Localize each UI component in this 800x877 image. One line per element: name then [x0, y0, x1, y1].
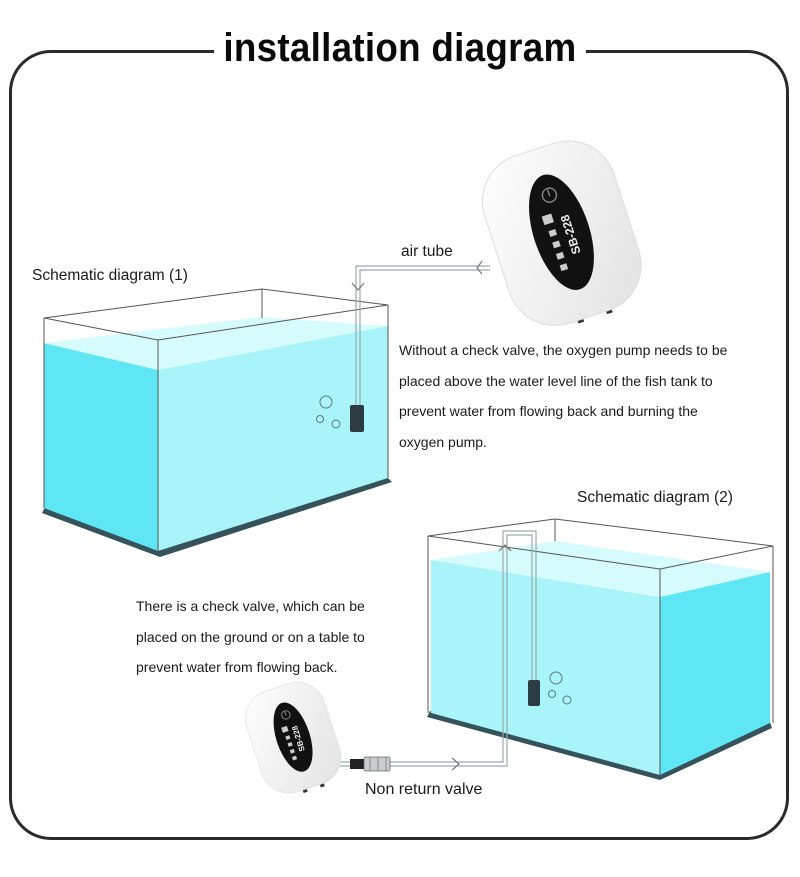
non-return-valve [350, 756, 391, 772]
non-return-valve-label: Non return valve [365, 781, 483, 798]
note-line: placed above the water level line of the… [399, 372, 713, 389]
note-with-check-valve: There is a check valve, which can be pla… [136, 591, 365, 683]
fish-tank-2 [427, 518, 774, 780]
note-line: There is a check valve, which can be [136, 598, 365, 614]
air-stone-2 [528, 680, 540, 706]
note-line: oxygen pump. [399, 433, 487, 450]
note-line: Without a check valve, the oxygen pump n… [399, 342, 728, 358]
note-without-check-valve: Without a check valve, the oxygen pump n… [399, 335, 727, 457]
air-pump-2: SB-228 [245, 682, 342, 794]
page-title: installation diagram [214, 22, 586, 74]
air-tube-2 [340, 530, 537, 771]
title-container: installation diagram [0, 22, 800, 74]
note-line: placed on the ground or on a table to [136, 628, 365, 645]
note-line: prevent water from flowing back. [136, 659, 338, 675]
air-pump-1: SB-228 [481, 140, 642, 326]
fish-tank-1 [42, 288, 392, 557]
bubbles-2 [548, 671, 572, 705]
air-stone-1 [350, 405, 364, 432]
schematic-diagram-2-label: Schematic diagram (2) [577, 489, 733, 506]
bubbles-1 [316, 395, 341, 429]
air-tube-1 [351, 260, 490, 405]
air-tube-label: air tube [401, 243, 453, 260]
schematic-diagram-1-label: Schematic diagram (1) [32, 267, 188, 284]
note-line: prevent water from flowing back and burn… [399, 403, 698, 419]
